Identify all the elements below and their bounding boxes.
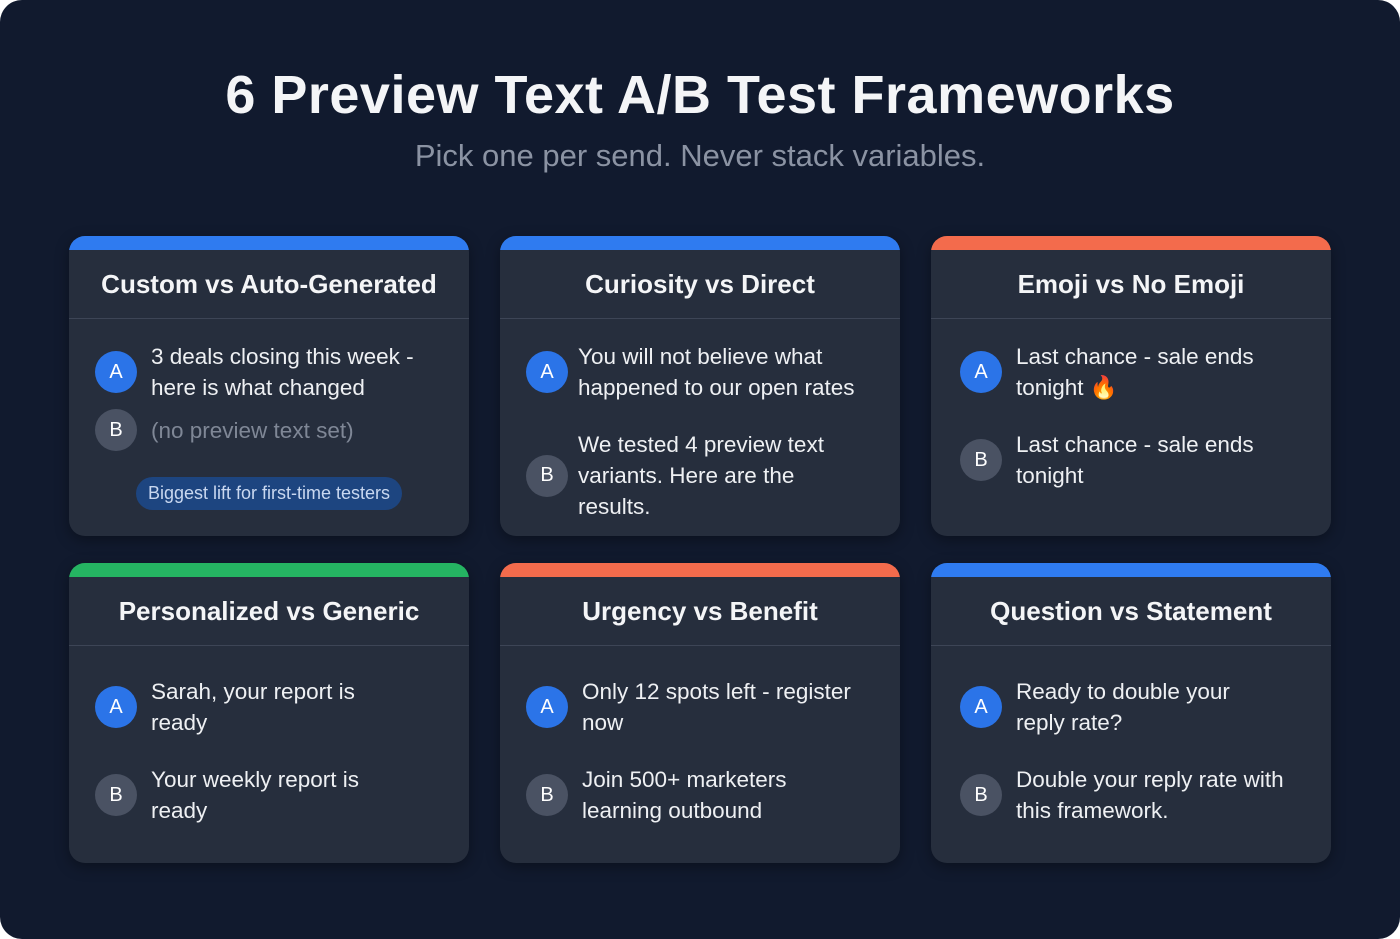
variant-b-row: B Your weekly report is ready <box>95 764 443 826</box>
variant-a-text: Only 12 spots left - register now <box>582 679 851 735</box>
variant-a-row: A Only 12 spots left - register now <box>526 676 874 738</box>
card-accent-bar <box>69 563 469 577</box>
variant-b-row: B (no preview text set) <box>95 409 443 451</box>
framework-card-urgency-vs-benefit: Urgency vs Benefit A Only 12 spots left … <box>500 563 900 863</box>
variant-b-badge: B <box>526 454 568 497</box>
variant-a-row: A You will not believe what happened to … <box>526 341 874 403</box>
variant-a-badge: A <box>526 686 568 728</box>
variant-b-badge: B <box>526 774 568 816</box>
variant-a-text: Ready to double your reply rate? <box>1016 679 1230 735</box>
variant-a-badge: A <box>95 686 137 728</box>
framework-card-curiosity-vs-direct: Curiosity vs Direct A You will not belie… <box>500 236 900 536</box>
variant-b-badge: B <box>960 774 1002 816</box>
card-title: Curiosity vs Direct <box>500 250 900 319</box>
variant-a-row: A Last chance - sale ends tonight 🔥 <box>960 341 1305 403</box>
variant-b-row: B Last chance - sale ends tonight <box>960 429 1305 491</box>
variant-b-row: B Double your reply rate with this frame… <box>960 764 1305 826</box>
card-accent-bar <box>69 236 469 250</box>
framework-card-custom-vs-auto: Custom vs Auto-Generated A 3 deals closi… <box>69 236 469 536</box>
variant-b-text: (no preview text set) <box>151 417 354 443</box>
variant-a-badge: A <box>526 351 568 393</box>
variant-b-badge: B <box>95 774 137 816</box>
insight-badge: Biggest lift for first-time testers <box>135 477 403 510</box>
card-title: Custom vs Auto-Generated <box>69 250 469 319</box>
variant-a-text: Last chance - sale ends tonight 🔥 <box>1016 344 1254 400</box>
card-accent-bar <box>931 563 1331 577</box>
card-accent-bar <box>931 236 1331 250</box>
variant-a-badge: A <box>95 351 137 393</box>
card-title: Urgency vs Benefit <box>500 577 900 646</box>
variant-b-row: B Join 500+ marketers learning outbound <box>526 764 874 826</box>
card-title: Emoji vs No Emoji <box>931 250 1331 319</box>
variant-a-text: Sarah, your report is ready <box>151 679 355 735</box>
page-title: 6 Preview Text A/B Test Frameworks <box>225 65 1175 125</box>
page-subtitle: Pick one per send. Never stack variables… <box>414 138 986 173</box>
variant-b-text: Double your reply rate with this framewo… <box>1016 767 1284 823</box>
variant-b-text: Last chance - sale ends tonight <box>1016 432 1254 488</box>
framework-card-personalized-vs-generic: Personalized vs Generic A Sarah, your re… <box>69 563 469 863</box>
framework-card-emoji-vs-no-emoji: Emoji vs No Emoji A Last chance - sale e… <box>931 236 1331 536</box>
variant-a-row: A Sarah, your report is ready <box>95 676 443 738</box>
card-accent-bar <box>500 563 900 577</box>
variant-b-text: Your weekly report is ready <box>151 767 360 823</box>
variant-a-row: A Ready to double your reply rate? <box>960 676 1305 738</box>
variant-b-text: We tested 4 preview text variants. Here … <box>578 432 824 519</box>
variant-b-row: B We tested 4 preview text variants. Her… <box>526 429 874 522</box>
variant-b-text: Join 500+ marketers learning outbound <box>582 767 787 823</box>
variant-b-badge: B <box>960 439 1002 481</box>
framework-card-question-vs-statement: Question vs Statement A Ready to double … <box>931 563 1331 863</box>
variant-a-text: 3 deals closing this week - here is what… <box>151 344 414 400</box>
card-title: Question vs Statement <box>931 577 1331 646</box>
card-title: Personalized vs Generic <box>69 577 469 646</box>
variant-a-text: You will not believe what happened to ou… <box>578 344 855 400</box>
variant-a-row: A 3 deals closing this week - here is wh… <box>95 341 443 403</box>
variant-a-badge: A <box>960 351 1002 393</box>
card-accent-bar <box>500 236 900 250</box>
variant-b-badge: B <box>95 409 137 451</box>
variant-a-badge: A <box>960 686 1002 728</box>
